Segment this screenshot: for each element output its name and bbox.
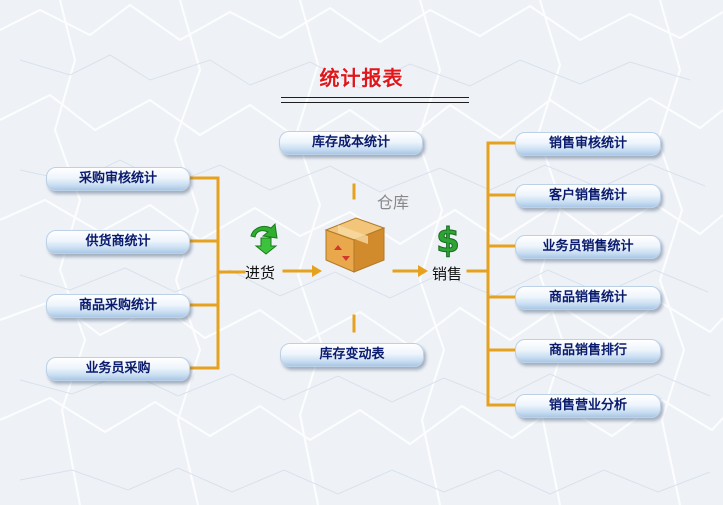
salesperson-sales-stats-button[interactable]: 业务员销售统计 — [515, 235, 661, 259]
purchase-bracket — [188, 176, 220, 370]
dollar-icon: $ — [436, 221, 461, 260]
salesperson-purchase-button[interactable]: 业务员采购 — [46, 357, 190, 381]
title-underline — [281, 97, 469, 103]
svg-text:$: $ — [436, 221, 460, 259]
green-arrow-icon — [250, 222, 278, 255]
sales-bracket — [486, 141, 517, 407]
product-purchase-stats-button[interactable]: 商品采购统计 — [46, 294, 190, 318]
purchase-audit-stats-button[interactable]: 采购审核统计 — [46, 167, 190, 191]
inventory-change-table-button[interactable]: 库存变动表 — [280, 343, 424, 367]
arrow-right-icon — [312, 265, 322, 277]
supplier-stats-button[interactable]: 供货商统计 — [46, 230, 190, 254]
arrow-right-icon — [418, 265, 428, 277]
sales-business-analysis-button[interactable]: 销售营业分析 — [515, 394, 661, 418]
customer-sales-stats-button[interactable]: 客户销售统计 — [515, 184, 661, 208]
product-sales-stats-button[interactable]: 商品销售统计 — [515, 286, 661, 310]
product-sales-ranking-button[interactable]: 商品销售排行 — [515, 339, 661, 363]
warehouse-label: 仓库 — [377, 193, 410, 212]
box-icon — [324, 217, 386, 273]
purchase-label: 进货 — [245, 264, 276, 282]
sales-label: 销售 — [432, 265, 463, 283]
inventory-cost-stats-button[interactable]: 库存成本统计 — [279, 131, 423, 155]
page-title: 统计报表 — [319, 66, 404, 90]
sales-audit-stats-button[interactable]: 销售审核统计 — [515, 132, 661, 156]
